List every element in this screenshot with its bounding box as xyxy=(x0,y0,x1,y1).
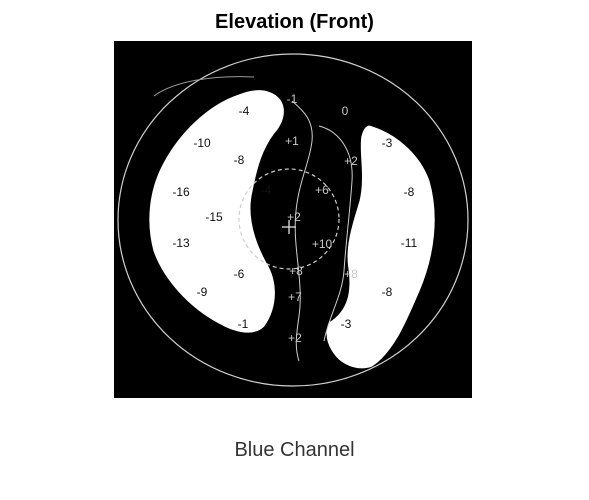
contour-value-label: -1 xyxy=(287,92,298,106)
contour-value-label: -6 xyxy=(234,267,245,281)
contour-value-label: -16 xyxy=(172,185,190,199)
elevation-map-canvas: -10-4-10-8+1-3+2-16-4+6-8-15+2-13+10-11-… xyxy=(114,41,472,398)
contour-value-label: +7 xyxy=(288,290,302,304)
contour-value-label: +2 xyxy=(287,210,301,224)
contour-value-label: -3 xyxy=(341,317,352,331)
contour-value-label: -13 xyxy=(172,236,190,250)
left-lobe xyxy=(149,90,284,333)
contour-value-labels: -10-4-10-8+1-3+2-16-4+6-8-15+2-13+10-11-… xyxy=(172,92,417,345)
contour-value-label: -10 xyxy=(193,136,211,150)
plot-title: Elevation (Front) xyxy=(215,11,374,33)
contour-value-label: -4 xyxy=(261,183,272,197)
contour-value-label: 0 xyxy=(342,104,349,118)
contour-value-label: +10 xyxy=(312,237,333,251)
reference-dashed-circle xyxy=(238,168,340,270)
contour-value-label: -8 xyxy=(382,285,393,299)
contour-value-label: -15 xyxy=(205,210,223,224)
contour-value-label: +8 xyxy=(344,267,358,281)
channel-caption: Blue Channel xyxy=(234,439,355,461)
right-lobe xyxy=(326,125,435,369)
contour-value-label: -4 xyxy=(239,104,250,118)
contour-value-label: -9 xyxy=(197,285,208,299)
contour-value-label: -1 xyxy=(238,317,249,331)
contour-value-label: +1 xyxy=(285,134,299,148)
contour-value-label: +8 xyxy=(289,264,303,278)
outer-ring xyxy=(117,53,469,387)
contour-value-label: -3 xyxy=(382,136,393,150)
contour-value-label: +2 xyxy=(288,331,302,345)
contour-value-label: +2 xyxy=(344,154,358,168)
central-contour-left xyxy=(291,100,313,362)
contour-value-label: -8 xyxy=(234,153,245,167)
contour-value-label: +6 xyxy=(315,183,329,197)
contour-value-label: -8 xyxy=(404,185,415,199)
central-contour-right xyxy=(318,125,353,342)
contour-value-label: -11 xyxy=(401,236,418,250)
rim-contour xyxy=(153,76,255,97)
